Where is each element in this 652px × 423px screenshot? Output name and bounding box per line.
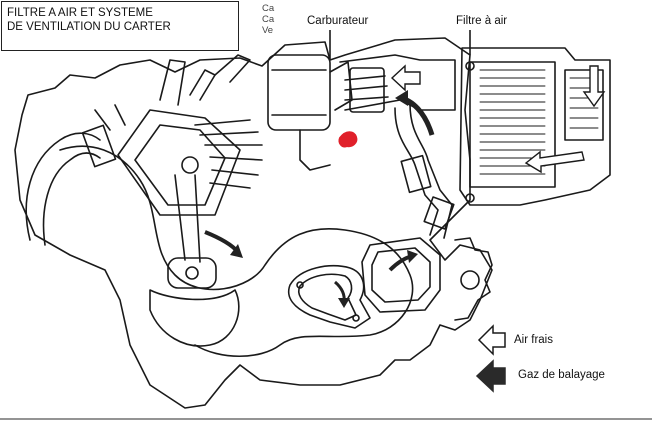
air-filter-label: Filtre à air — [456, 15, 508, 27]
breather-chamber — [361, 237, 441, 313]
fresh-air-arrow-duct — [390, 64, 421, 92]
cut-text-3: Ve — [262, 25, 274, 36]
flow-arrow-breather-head — [407, 250, 418, 263]
legend-blowby-arrow — [475, 359, 506, 393]
flow-arrow-piston — [204, 230, 240, 254]
title-line-2: DE VENTILATION DU CARTER — [7, 21, 171, 33]
oil-passage — [288, 264, 371, 329]
flow-arrows — [204, 90, 435, 308]
cylinder-assembly — [117, 59, 263, 289]
flow-arrow-carb-return-head — [395, 90, 408, 106]
carburetor-body — [267, 54, 353, 171]
engine-block-outline — [14, 37, 493, 409]
legend-fresh-air-arrow — [477, 324, 506, 356]
cut-text-1: Ca — [262, 3, 275, 14]
carburetor-label: Carburateur — [307, 15, 369, 27]
flow-arrow-piston-head — [230, 244, 243, 258]
red-marker — [338, 131, 358, 148]
fresh-air-arrows — [390, 64, 606, 174]
flywheel — [454, 237, 493, 321]
flow-arrow-oil-head — [338, 298, 350, 308]
fresh-air-arrow-inlet — [582, 65, 606, 108]
hose-clamp — [81, 124, 117, 168]
top-pipe — [214, 54, 251, 83]
air-filter-housing — [459, 47, 611, 206]
title-line-1: FILTRE A AIR ET SYSTEME — [7, 7, 153, 19]
legend-blowby-label: Gaz de balayage — [518, 369, 605, 381]
cut-text-2: Ca — [262, 14, 275, 25]
breather-hose — [394, 103, 455, 239]
legend-fresh-air-label: Air frais — [514, 334, 553, 346]
crankshaft — [149, 289, 240, 347]
crankcase-contour — [59, 145, 414, 358]
dipstick — [94, 104, 126, 131]
fresh-air-arrow-filter — [524, 150, 585, 174]
intake-hose — [25, 132, 101, 246]
diagram-title: FILTRE A AIR ET SYSTEME DE VENTILATION D… — [1, 1, 239, 51]
